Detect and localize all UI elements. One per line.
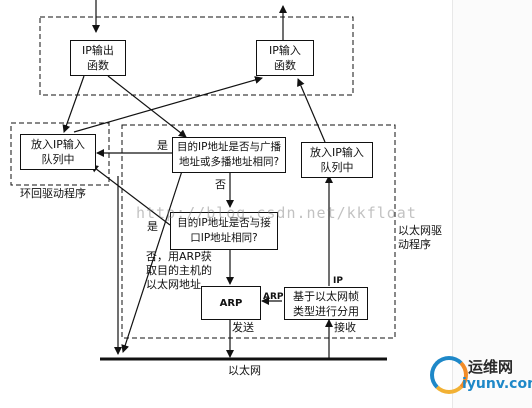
check-broadcast-box: 目的IP地址是否与广播 地址或多播地址相同? (172, 137, 286, 173)
demux-box: 基于以太网帧 类型进行分用 (284, 287, 368, 320)
edge-yes-interface (90, 164, 171, 226)
ethernet-label: 以太网 (228, 364, 261, 377)
no-interface-label: 否，用ARP获 取目的主机的 以太网地址 (146, 250, 212, 291)
eth-queue-box: 放入IP输入 队列中 (301, 142, 373, 178)
logo-name: 运维网 (468, 358, 514, 376)
loopback-driver-region (10, 122, 110, 186)
edge-ipout-to-broadcast (107, 75, 187, 138)
edge-loopback-to-ipinput (73, 76, 263, 133)
loopback-queue-label: 放入IP输入 队列中 (31, 138, 85, 166)
watermark-url: http://blog.csdn.net/kkfloat (136, 204, 417, 222)
page-side-panel (452, 0, 532, 408)
arp-box: ARP (201, 286, 261, 320)
send-label: 发送 (232, 321, 254, 334)
ip-input-box: IP输入 函数 (256, 40, 314, 76)
loopback-queue-box: 放入IP输入 队列中 (20, 134, 96, 170)
logo-ring-icon (430, 356, 468, 394)
arp-box-label: ARP (219, 297, 243, 309)
yes-broadcast-label: 是 (157, 139, 168, 152)
ip-input-label: IP输入 函数 (269, 44, 301, 72)
edge-ethqueue-to-ipinput (297, 78, 326, 143)
check-interface-box: 目的IP地址是否与接 口IP地址相同? (170, 212, 278, 250)
yes-interface-label: 是 (147, 220, 158, 233)
ethernet-driver-region (121, 124, 396, 339)
arp-edge-label: ARP (263, 292, 284, 302)
no-broadcast-label: 否 (215, 178, 226, 191)
ip-edge-label: IP (333, 276, 343, 286)
loopback-driver-label: 环回驱动程序 (20, 187, 86, 200)
ip-output-box: IP输出 函数 (70, 40, 126, 76)
edge-ipout-to-loopback (62, 75, 85, 133)
check-interface-label: 目的IP地址是否与接 口IP地址相同? (177, 217, 271, 244)
demux-label: 基于以太网帧 类型进行分用 (293, 289, 359, 318)
edge-broadcast-copy (121, 170, 183, 353)
ethernet-driver-label: 以太网驱 动程序 (398, 224, 442, 251)
logo-url: iyunv.com (462, 376, 532, 392)
eth-queue-label: 放入IP输入 队列中 (310, 146, 364, 174)
ip-output-label: IP输出 函数 (82, 44, 114, 72)
check-broadcast-label: 目的IP地址是否与广播 地址或多播地址相同? (177, 141, 281, 168)
site-logo: 运维网 iyunv.com (428, 352, 532, 404)
ip-layer-region (39, 16, 354, 96)
receive-label: 接收 (334, 321, 356, 334)
